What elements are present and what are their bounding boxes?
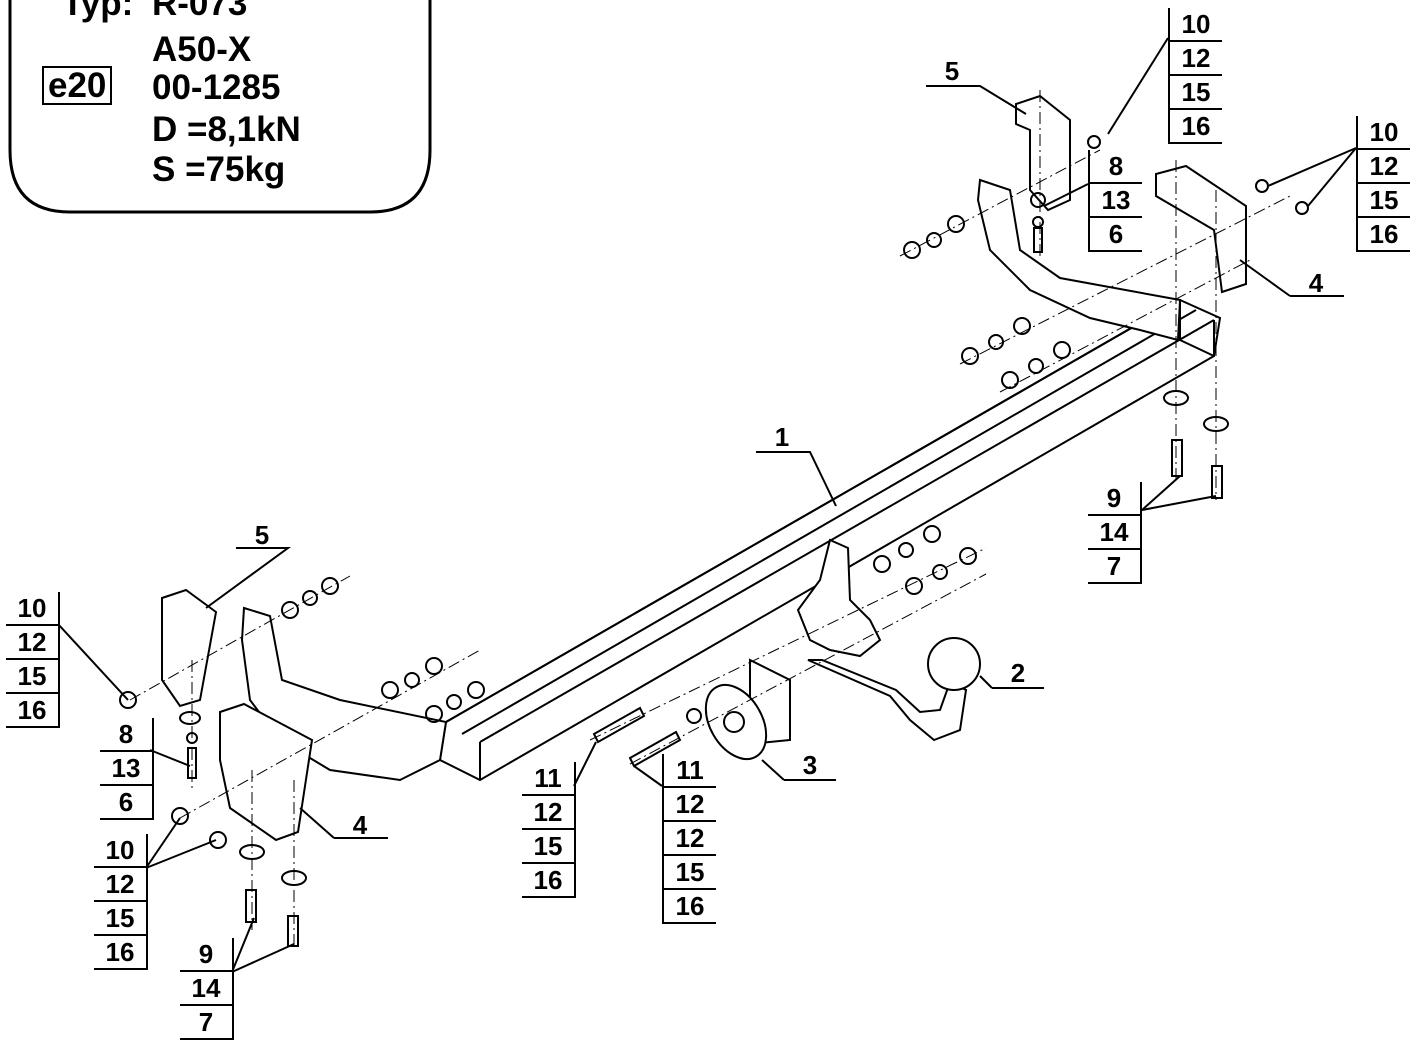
part-label-5-top: 5 [944,56,960,86]
stack-number: 16 [1170,110,1222,144]
right-side-arm [976,178,1182,342]
stack-number: 9 [1088,482,1140,516]
center-mount-plate [796,538,882,658]
callout-stack-top-right-b: 10 12 15 16 [1356,116,1410,252]
leader-lines [57,37,1357,973]
stack-number: 12 [522,796,574,830]
stack-number: 10 [1170,8,1222,42]
stack-number: 14 [1088,516,1140,550]
stack-number: 11 [664,754,716,788]
bracket-5-top [1015,94,1071,212]
callout-stack-mid-right: 8 13 6 [1088,150,1142,252]
fasteners-center [686,525,977,724]
stack-number: 14 [180,972,232,1006]
stack-number: 10 [1358,116,1410,150]
socket-plate [704,658,791,760]
stack-number: 11 [522,762,574,796]
callout-stack-right-lower: 9 14 7 [1088,482,1142,584]
bolt-11-a [592,706,646,744]
stack-number: 15 [1170,76,1222,110]
stack-number: 16 [664,890,716,924]
stack-number: 12 [6,626,58,660]
part-label-4-right: 4 [1308,268,1324,298]
part-label-4-left: 4 [352,810,368,840]
type-label: Typ: [62,0,134,23]
stack-number: 15 [664,856,716,890]
stack-number: 8 [100,718,152,752]
stack-number: 13 [1090,184,1142,218]
callout-stack-center-a: 11 12 15 16 [522,762,576,898]
callout-stack-center-b: 11 12 12 15 16 [662,754,716,924]
callout-stack-left-c: 10 12 15 16 [94,834,148,970]
stack-number: 16 [6,694,58,728]
bracket-5-left [161,588,218,708]
bracket-4-top [1155,164,1247,294]
stack-number: 13 [100,752,152,786]
s-value: S =75kg [152,150,286,189]
callout-stack-left-a: 10 12 15 16 [6,592,60,728]
tow-ball [807,637,981,742]
d-value: D =8,1kN [152,110,301,149]
stack-number: 16 [522,864,574,898]
stack-number: 6 [1090,218,1142,252]
stack-number: 10 [94,834,146,868]
stack-number: 15 [1358,184,1410,218]
stack-number: 12 [664,788,716,822]
approval-mark: e20 [42,66,113,105]
stack-number: 9 [180,938,232,972]
part-label-1: 1 [774,422,790,452]
model-number: R-073 [152,0,248,23]
stack-number: 12 [1170,42,1222,76]
stack-number: 12 [94,868,146,902]
part-label-3: 3 [802,750,818,780]
bolt-11-b [628,730,682,768]
stack-number: 6 [100,786,152,820]
variant-code: A50-X [152,30,252,69]
stack-number: 12 [1358,150,1410,184]
callout-stack-left-d: 9 14 7 [180,938,234,1040]
stack-number: 15 [522,830,574,864]
approval-number: 00-1285 [152,68,281,107]
stack-number: 10 [6,592,58,626]
stack-number: 15 [94,902,146,936]
type-plate-box [8,0,432,214]
part-label-5-left: 5 [254,520,270,550]
stack-number: 16 [1358,218,1410,252]
stack-number: 7 [180,1006,232,1040]
axis-lines [129,90,1291,950]
stack-number: 8 [1090,150,1142,184]
callout-stack-left-b: 8 13 6 [100,718,154,820]
bracket-4-left [219,702,314,842]
stack-number: 16 [94,936,146,970]
stack-number: 12 [664,822,716,856]
stack-number: 15 [6,660,58,694]
part-label-2: 2 [1010,658,1026,688]
stack-number: 7 [1088,550,1140,584]
callout-stack-top-right-a: 10 12 15 16 [1168,8,1222,144]
